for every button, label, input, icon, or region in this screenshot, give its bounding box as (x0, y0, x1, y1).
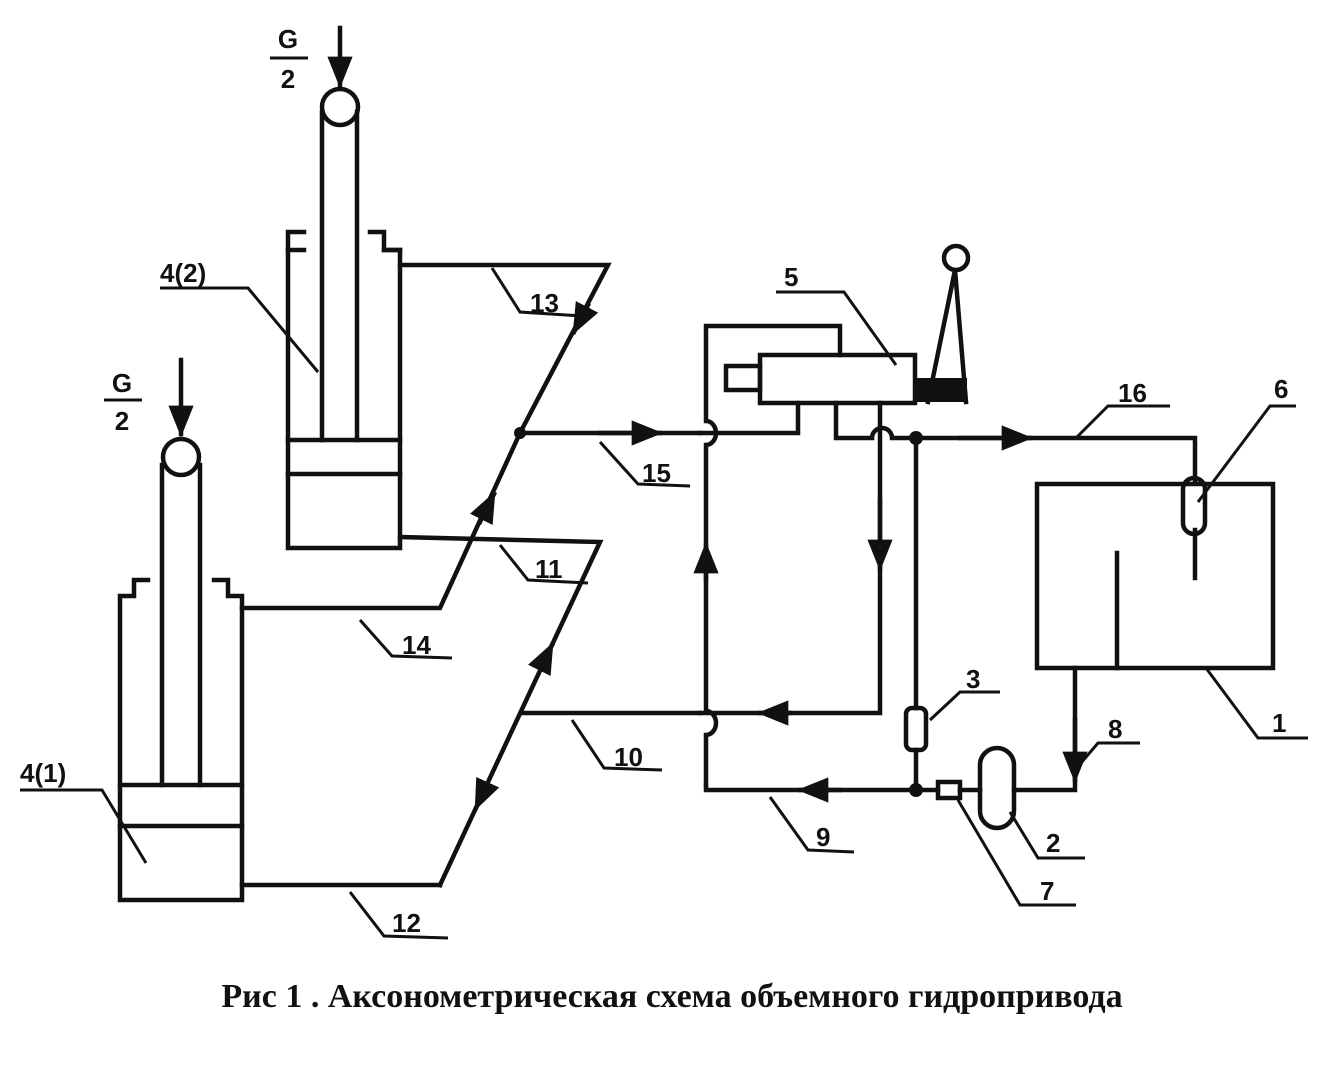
label-15: 15 (642, 458, 671, 488)
distributor-block (693, 243, 971, 788)
upper-cylinder (285, 25, 403, 551)
leader-lines (20, 267, 1308, 940)
label-5: 5 (784, 262, 798, 292)
label-9: 9 (816, 822, 830, 852)
right-circuit (703, 425, 1276, 831)
label-13: 13 (530, 288, 559, 318)
label-6: 6 (1274, 374, 1288, 404)
label-1: 1 (1272, 708, 1286, 738)
label-11: 11 (535, 554, 563, 584)
load-label-lower: G 2 (104, 368, 142, 436)
label-16: 16 (1118, 378, 1147, 408)
label-12: 12 (392, 908, 421, 938)
label-8: 8 (1108, 714, 1122, 744)
load-bottom-lower: 2 (115, 406, 129, 436)
label-2: 2 (1046, 828, 1060, 858)
label-7: 7 (1040, 876, 1054, 906)
load-label-upper: G 2 (270, 24, 308, 94)
load-top-upper: G (278, 24, 298, 54)
figure-caption: Рис 1 . Аксонометрическая схема объемног… (221, 978, 1123, 1015)
label-cyl-upper: 4(2) (160, 258, 206, 288)
label-14: 14 (402, 630, 431, 660)
left-pipelines (239, 262, 703, 888)
lower-cylinder (117, 357, 245, 903)
load-bottom-upper: 2 (281, 64, 295, 94)
label-3: 3 (966, 664, 980, 694)
label-cyl-lower: 4(1) (20, 758, 66, 788)
label-10: 10 (614, 742, 643, 772)
load-top-lower: G (112, 368, 132, 398)
